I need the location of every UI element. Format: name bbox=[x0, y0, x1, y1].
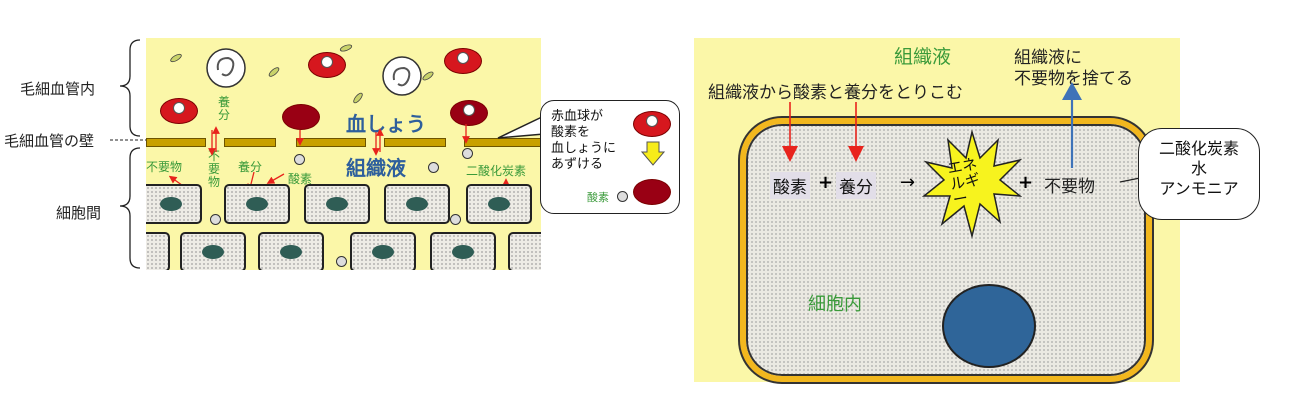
intercellular-label: 細胞間 bbox=[56, 204, 102, 222]
plus-sign: + bbox=[818, 172, 834, 193]
tissue-cell bbox=[304, 184, 370, 224]
callout-line1: 赤血球が bbox=[551, 109, 604, 124]
tissue-cell bbox=[180, 232, 246, 270]
callout-line3: 血しょうに bbox=[551, 141, 617, 156]
oxygen-label: 酸素 bbox=[288, 172, 313, 186]
callout-tail bbox=[497, 115, 545, 139]
byproducts-bubble: 二酸化炭素 水 アンモニア bbox=[1138, 128, 1260, 220]
discard-label: 組織液に 不要物を捨てる bbox=[1014, 48, 1133, 89]
tissue-cell bbox=[146, 232, 170, 270]
white-blood-cell bbox=[382, 56, 422, 96]
plus-sign-2: + bbox=[1018, 172, 1034, 193]
tissue-fluid-label: 組織液 bbox=[346, 156, 406, 180]
waste-product: 不要物 bbox=[1044, 177, 1095, 197]
tissue-fluid-title: 組織液 bbox=[894, 46, 952, 68]
down-arrow-icon bbox=[641, 141, 665, 166]
nucleus bbox=[942, 284, 1036, 368]
red-blood-cell bbox=[308, 52, 346, 78]
tissue-cell bbox=[146, 184, 202, 224]
oxygen-chip: 酸素 bbox=[770, 172, 810, 199]
plasma-label: 血しょう bbox=[346, 112, 426, 136]
energy-burst-icon bbox=[922, 130, 1022, 239]
tissue-cell bbox=[384, 184, 450, 224]
byproduct-water: 水 bbox=[1190, 159, 1207, 178]
body-cell: 細胞内 bbox=[740, 118, 1152, 382]
oxygen-dot bbox=[336, 256, 347, 267]
byproduct-co2: 二酸化炭素 bbox=[1158, 139, 1239, 158]
oxygen-dot bbox=[428, 162, 439, 173]
nutrients-chip: 養分 bbox=[836, 172, 876, 199]
flow-arrows bbox=[782, 82, 1141, 183]
capillary-panel: 血しょう 組織液 養分 不要物 不要物 養分 酸素 二酸化炭素 bbox=[146, 38, 541, 270]
reaction-arrow: → bbox=[900, 172, 916, 193]
tissue-cell bbox=[258, 232, 324, 270]
co2-label: 二酸化炭素 bbox=[466, 164, 527, 178]
capillary-wall bbox=[224, 138, 276, 147]
tissue-cell bbox=[350, 232, 416, 270]
oxygen-dot bbox=[462, 148, 473, 159]
tissue-cell bbox=[466, 184, 532, 224]
red-blood-cell bbox=[633, 111, 671, 137]
left-braces bbox=[110, 39, 146, 269]
callout-oxygen-label: 酸素 bbox=[587, 191, 609, 204]
callout-line4: あずける bbox=[551, 157, 604, 172]
oxygen-dot bbox=[617, 191, 628, 202]
red-blood-cell bbox=[450, 100, 488, 126]
capillary-wall bbox=[146, 138, 206, 147]
nutrients-label-2: 養分 bbox=[238, 160, 263, 174]
capillary-inside-label: 毛細血管内 bbox=[20, 80, 96, 98]
white-blood-cell bbox=[206, 48, 246, 88]
intake-label: 組織液から酸素と養分をとりこむ bbox=[708, 83, 963, 103]
byproduct-ammonia: アンモニア bbox=[1159, 179, 1239, 198]
oxygen-dot bbox=[210, 214, 221, 225]
red-blood-cell bbox=[444, 48, 482, 74]
tissue-cell bbox=[508, 232, 541, 270]
tissue-cell bbox=[224, 184, 290, 224]
rbc-callout: 赤血球が 酸素を 血しょうに あずける 酸素 bbox=[540, 100, 680, 214]
red-blood-cell bbox=[160, 98, 198, 124]
red-blood-cell-deoxygenated bbox=[633, 179, 671, 205]
nutrients-label: 養分 bbox=[218, 95, 231, 122]
capillary-wall bbox=[384, 138, 446, 147]
waste-label: 不要物 bbox=[146, 160, 183, 174]
platelets bbox=[170, 44, 434, 104]
red-blood-cell-deoxygenated bbox=[282, 104, 320, 130]
callout-line2: 酸素を bbox=[551, 125, 591, 140]
cell-respiration-panel: 組織液 組織液から酸素と養分をとりこむ 組織液に 不要物を捨てる 細胞内 酸素 … bbox=[694, 38, 1180, 382]
oxygen-dot bbox=[294, 154, 305, 165]
cell-inside-label: 細胞内 bbox=[808, 294, 862, 315]
tissue-cell bbox=[430, 232, 496, 270]
oxygen-dot bbox=[450, 214, 461, 225]
capillary-wall-label: 毛細血管の壁 bbox=[4, 132, 95, 150]
